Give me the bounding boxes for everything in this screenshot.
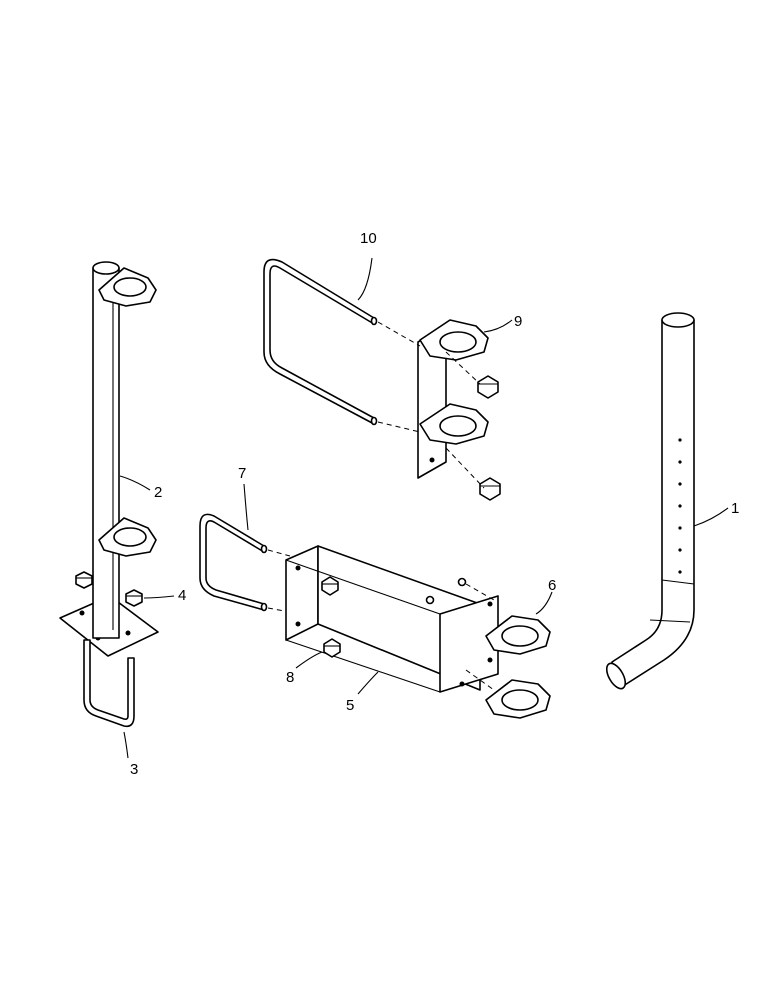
leader-3 bbox=[123, 731, 129, 759]
part-2-vertical-post bbox=[59, 261, 159, 657]
callout-5: 5 bbox=[346, 697, 354, 714]
part-7-u-bolt bbox=[199, 513, 268, 612]
part-8-nut-upper bbox=[321, 576, 339, 596]
callout-1: 1 bbox=[731, 500, 739, 517]
part-6-clamp-upper bbox=[485, 615, 551, 655]
part-9-nut-lower bbox=[479, 477, 501, 501]
part-8-nut-lower bbox=[323, 638, 341, 658]
callout-2: 2 bbox=[154, 484, 162, 501]
part-9-clamp-bracket bbox=[417, 319, 489, 479]
callout-10: 10 bbox=[360, 230, 377, 247]
leader-5 bbox=[357, 671, 379, 695]
leader-10 bbox=[357, 257, 373, 301]
leader-2 bbox=[119, 475, 151, 491]
callout-8: 8 bbox=[286, 669, 294, 686]
part-5-angle-bracket bbox=[285, 545, 499, 693]
leader-7 bbox=[243, 483, 249, 531]
leader-6 bbox=[535, 591, 553, 615]
part-6-clamp-lower bbox=[485, 679, 551, 719]
small-nut-b bbox=[425, 595, 435, 605]
part-9-nut-upper bbox=[477, 375, 499, 399]
leader-8 bbox=[295, 651, 323, 669]
leader-1 bbox=[693, 507, 729, 527]
part-10-u-bolt bbox=[263, 258, 378, 426]
callout-3: 3 bbox=[130, 761, 138, 778]
callout-4: 4 bbox=[178, 587, 186, 604]
part-3-u-bolt bbox=[83, 639, 135, 728]
callout-7: 7 bbox=[238, 465, 246, 482]
part-4-nut-right bbox=[125, 589, 143, 607]
leader-9 bbox=[483, 319, 513, 333]
callout-6: 6 bbox=[548, 577, 556, 594]
small-nut-a bbox=[457, 577, 467, 587]
leader-4 bbox=[143, 595, 175, 599]
part-1-bent-pipe bbox=[605, 312, 695, 690]
callout-9: 9 bbox=[514, 313, 522, 330]
part-4-nut-left bbox=[75, 571, 93, 589]
